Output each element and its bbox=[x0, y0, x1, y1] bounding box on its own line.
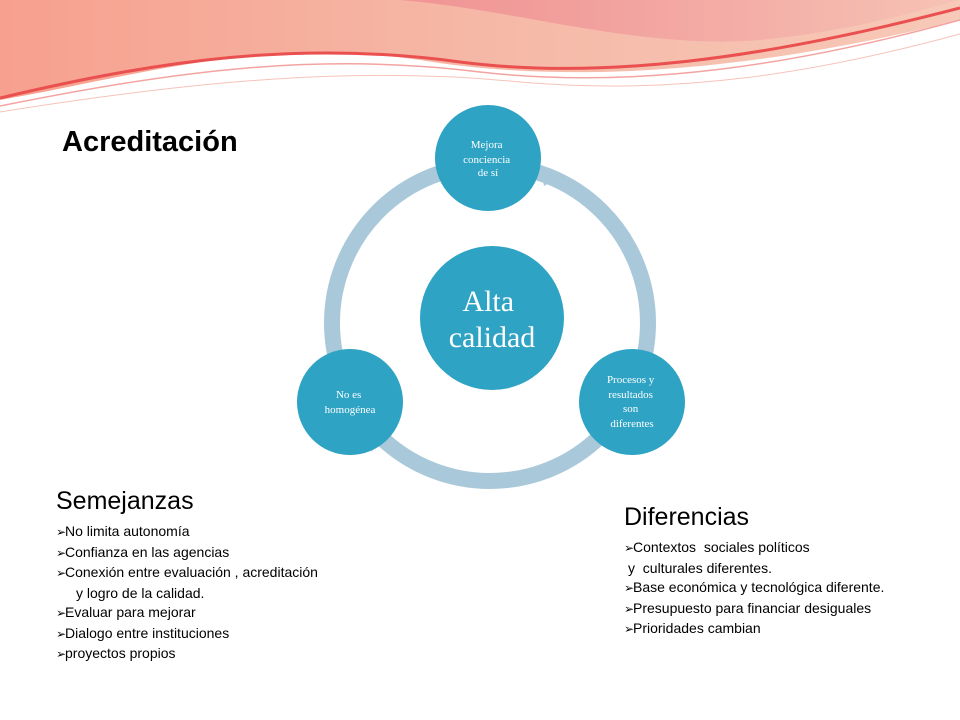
node-mejora-conciencia-label: Mejora conciencia de sí bbox=[463, 139, 513, 179]
list-item-text: proyectos propios bbox=[65, 645, 176, 661]
list-item-text: Confianza en las agencias bbox=[65, 543, 230, 560]
node-line: de sí bbox=[478, 167, 498, 179]
list-item-text: Presupuesto para financiar desiguales bbox=[633, 599, 872, 616]
list-item: ➢Base económica y tecnológica diferente. bbox=[624, 578, 884, 599]
diferencias-block: Diferencias ➢Contextos sociales político… bbox=[624, 503, 884, 640]
node-procesos-resultados-label: Procesos y resultados son diferentes bbox=[607, 374, 657, 430]
arrow-bullet-icon: ➢ bbox=[56, 647, 67, 661]
list-item-continuation: y culturales diferentes. bbox=[624, 559, 884, 579]
list-item-text: Evaluar para mejorar bbox=[65, 604, 196, 620]
node-line: homogénea bbox=[325, 404, 376, 416]
diferencias-list: ➢Contextos sociales políticos y cultural… bbox=[624, 538, 884, 640]
list-item: ➢Contextos sociales políticos bbox=[624, 538, 884, 559]
list-item-text: Dialogo entre instituciones bbox=[65, 624, 230, 641]
center-node-label: Alta calidad bbox=[449, 285, 536, 354]
center-node-line: calidad bbox=[449, 321, 536, 354]
list-item-text: Prioridades cambian bbox=[633, 620, 761, 636]
list-item: ➢Prioridades cambian bbox=[624, 619, 884, 640]
node-line: diferentes bbox=[610, 418, 653, 430]
arrow-bullet-icon: ➢ bbox=[624, 601, 635, 616]
node-no-homogenea bbox=[297, 349, 403, 455]
node-procesos-resultados bbox=[579, 349, 685, 455]
center-node-line: Alta bbox=[462, 285, 514, 318]
list-item-text: Contextos sociales políticos bbox=[633, 539, 810, 555]
list-item: ➢Confianza en las agencias bbox=[56, 543, 318, 564]
arrow-bullet-icon: ➢ bbox=[56, 606, 67, 620]
list-item-text: y logro de la calidad. bbox=[76, 584, 205, 601]
semejanzas-block: Semejanzas ➢No limita autonomía ➢Confian… bbox=[56, 487, 318, 665]
arrow-bullet-icon: ➢ bbox=[56, 545, 67, 560]
semejanzas-heading: Semejanzas bbox=[56, 487, 194, 515]
node-line: conciencia bbox=[463, 154, 510, 166]
list-item: ➢proyectos propios bbox=[56, 644, 318, 665]
slide-title: Acreditación bbox=[62, 126, 238, 158]
node-mejora-conciencia bbox=[435, 105, 541, 211]
list-item: ➢Evaluar para mejorar bbox=[56, 603, 318, 624]
node-no-homogenea-label: No es homogénea bbox=[325, 389, 376, 416]
diferencias-heading: Diferencias bbox=[624, 503, 750, 531]
node-line: Mejora bbox=[471, 139, 503, 151]
arrow-bullet-icon: ➢ bbox=[624, 581, 635, 595]
arrow-bullet-icon: ➢ bbox=[624, 622, 635, 636]
list-item-text: No limita autonomía bbox=[65, 523, 190, 539]
node-line: No es bbox=[336, 389, 361, 401]
arrow-bullet-icon: ➢ bbox=[56, 626, 67, 641]
list-item: ➢No limita autonomía bbox=[56, 522, 318, 543]
semejanzas-list: ➢No limita autonomía ➢Confianza en las a… bbox=[56, 522, 318, 665]
ring-arrow-1 bbox=[541, 170, 562, 186]
list-item-continuation: y logro de la calidad. bbox=[56, 584, 318, 604]
list-item-text: Conexión entre evaluación , acreditación bbox=[65, 564, 318, 580]
list-item: ➢Presupuesto para financiar desiguales bbox=[624, 599, 884, 620]
list-item: ➢Dialogo entre instituciones bbox=[56, 624, 318, 645]
node-line: Procesos y bbox=[607, 374, 655, 386]
list-item: ➢Conexión entre evaluación , acreditació… bbox=[56, 563, 318, 584]
arrow-bullet-icon: ➢ bbox=[624, 541, 635, 555]
list-item-text: y culturales diferentes. bbox=[628, 559, 772, 576]
arrow-bullet-icon: ➢ bbox=[56, 525, 67, 539]
node-line: son bbox=[623, 403, 639, 415]
arrow-bullet-icon: ➢ bbox=[56, 566, 67, 580]
center-node bbox=[420, 246, 564, 390]
list-item-text: Base económica y tecnológica diferente. bbox=[633, 579, 885, 595]
node-line: resultados bbox=[608, 389, 653, 401]
header-banner bbox=[0, 0, 960, 113]
